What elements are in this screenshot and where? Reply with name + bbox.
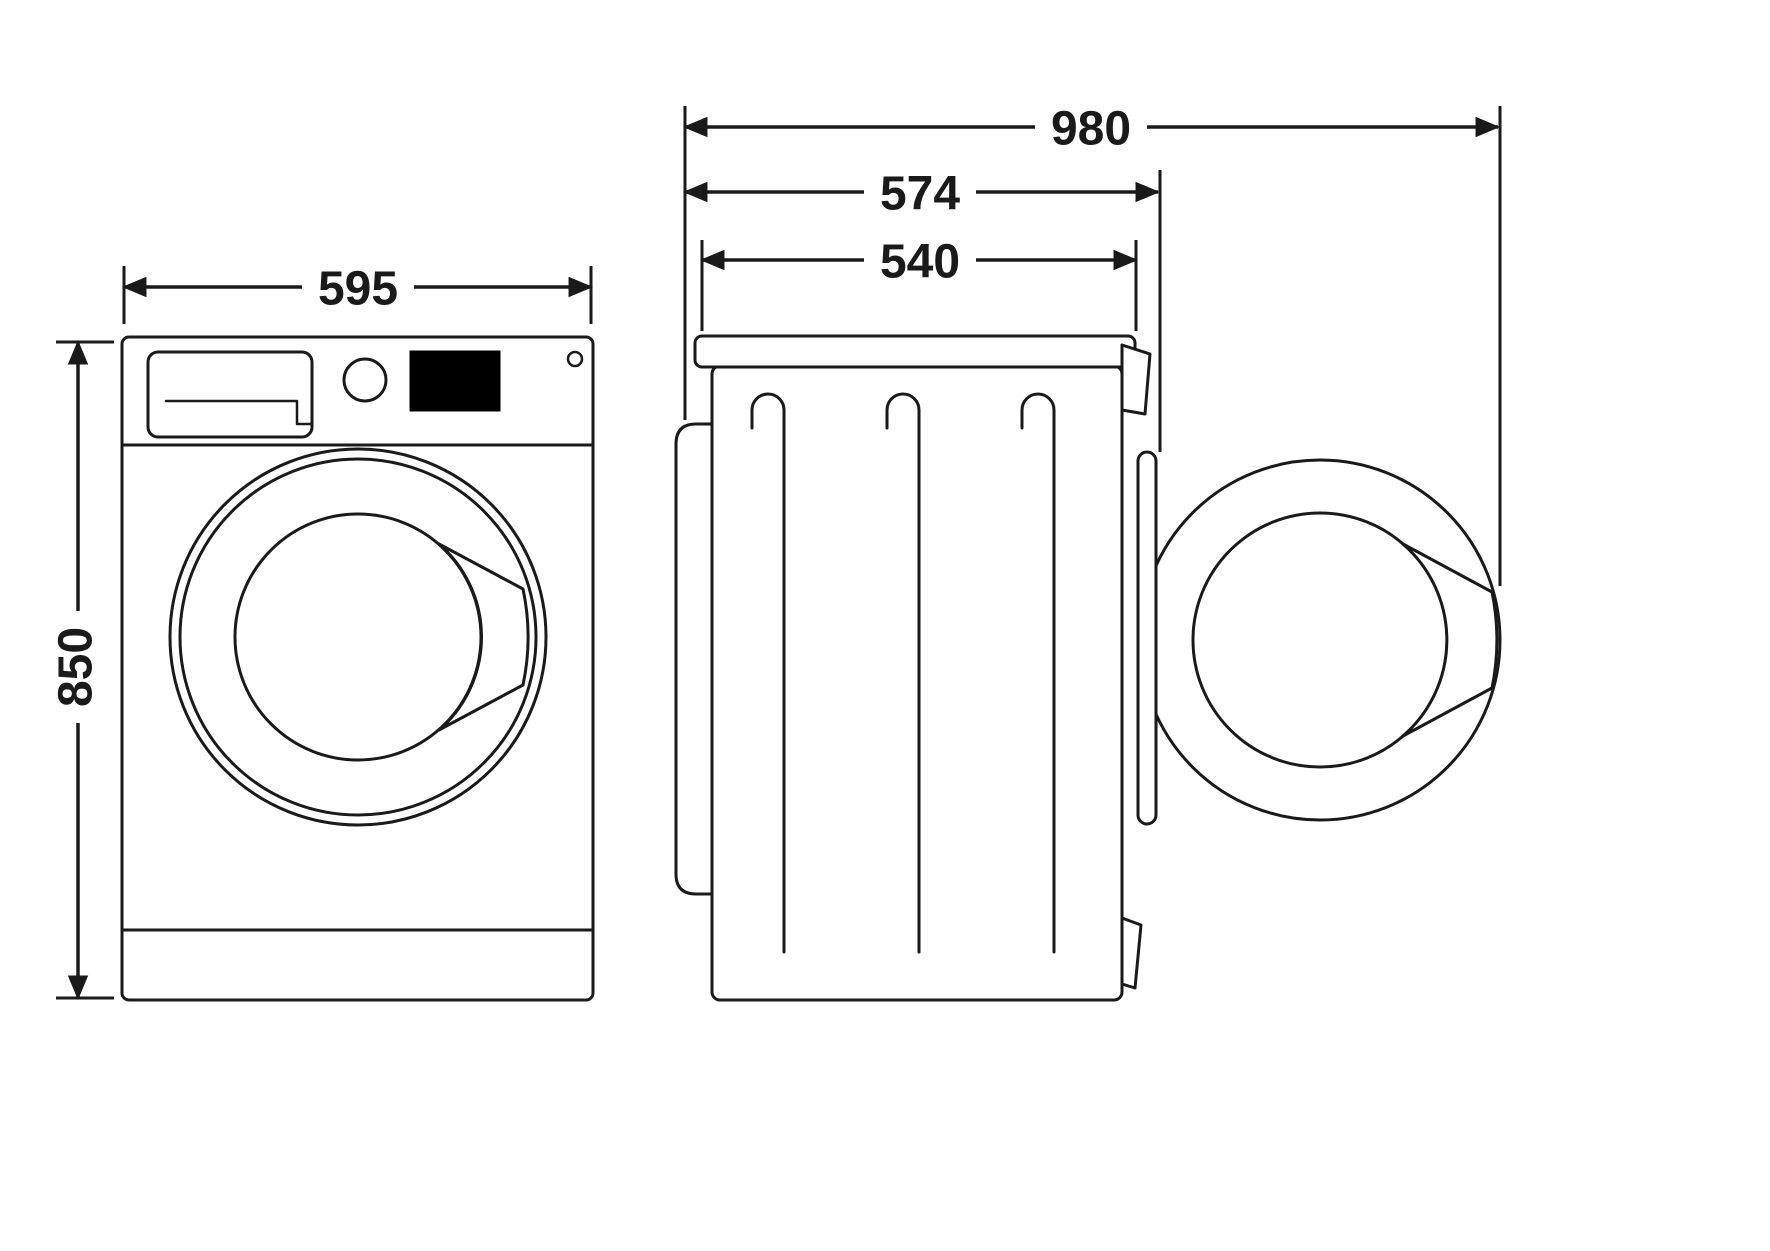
front-width-label: 595 (318, 263, 398, 316)
drawer-handle-groove (164, 399, 313, 426)
power-button (566, 350, 584, 368)
dim-depth: 574 (682, 168, 1162, 452)
back-panel-bulge (674, 422, 718, 896)
dim-front-width: 595 (121, 263, 594, 324)
dim-front-height: 850 (50, 339, 114, 1001)
panel-ridge-line-1 (750, 392, 786, 954)
display-panel (409, 350, 501, 412)
door-handle (437, 542, 530, 732)
total-depth-label: 980 (1051, 103, 1131, 156)
side-view (674, 334, 1502, 1002)
top-hinge-tab (1120, 343, 1152, 416)
open-door (1138, 458, 1502, 822)
front-view (120, 335, 595, 1002)
body-depth-label: 540 (880, 236, 960, 289)
bottom-foot-tab (1120, 916, 1143, 990)
dimension-annotations: 595 850 980 574 (50, 103, 1502, 1001)
door-hinge-strip (1136, 450, 1158, 826)
panel-ridge-line-2 (885, 392, 921, 954)
depth-label: 574 (880, 168, 960, 221)
door-inner-ring (178, 457, 538, 817)
dim-body-depth: 540 (699, 236, 1139, 331)
program-knob (342, 357, 388, 403)
front-height-label: 850 (50, 627, 103, 707)
open-door-handle (1401, 542, 1499, 738)
door-outer-ring (168, 447, 548, 827)
dim-total-depth: 980 (682, 103, 1502, 586)
top-lid (693, 334, 1137, 369)
panel-ridge-line-3 (1020, 392, 1056, 954)
side-body-outline (710, 364, 1124, 1002)
detergent-drawer (146, 350, 314, 439)
